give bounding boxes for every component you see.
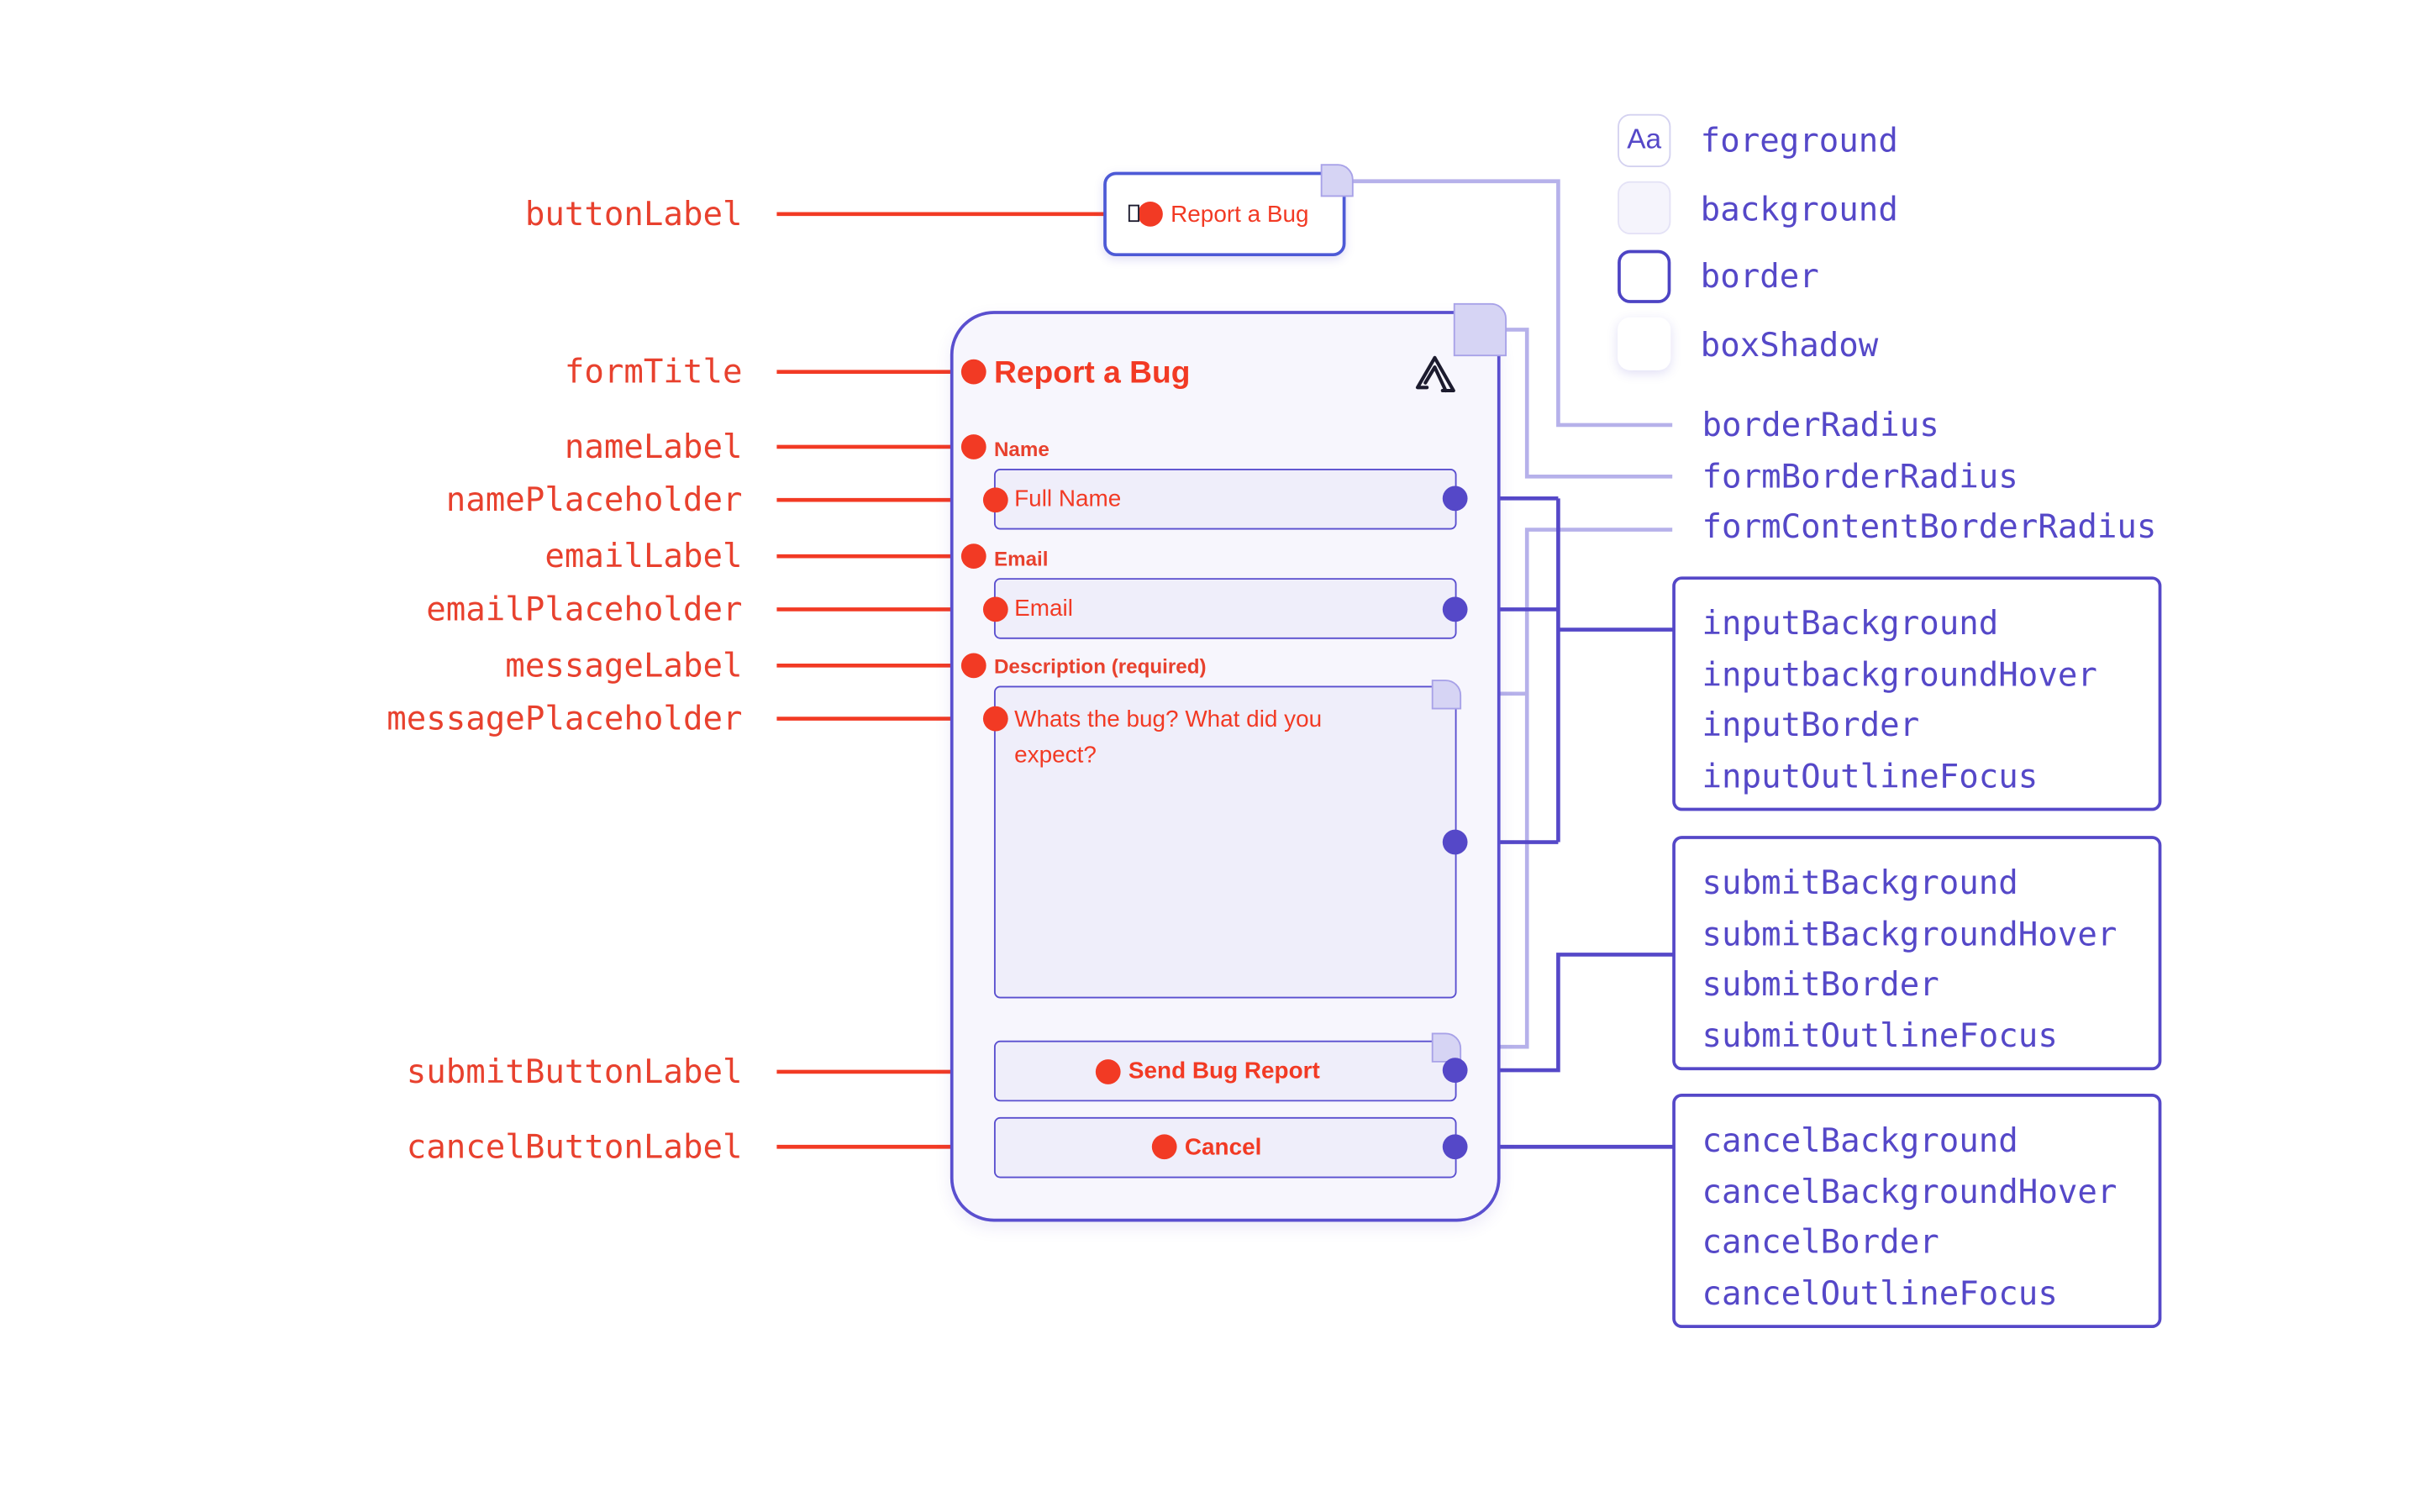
email-input-dot (1442, 596, 1468, 622)
name-input-dot (1442, 486, 1468, 512)
submit-background-token: submitBackground (1702, 864, 2018, 902)
form-border-radius-token: formBorderRadius (1702, 457, 2018, 496)
trigger-radius-marker (1320, 164, 1354, 197)
input-outline-focus-token: inputOutlineFocus (1702, 757, 2039, 795)
input-token-group: inputBackground inputbackgroundHover inp… (1672, 576, 2162, 811)
name-label-dot (960, 434, 986, 459)
token-cancel-button-label: cancelButtonLabel (406, 1127, 743, 1166)
cursor-icon (1128, 204, 1139, 223)
cancel-token-group: cancelBackground cancelBackgroundHover c… (1672, 1094, 2162, 1328)
form-content-border-radius-token: formContentBorderRadius (1702, 507, 2157, 546)
border-radius-connector (1351, 179, 1673, 428)
token-email-label: emailLabel (544, 537, 743, 575)
email-placeholder: Email (1014, 595, 1073, 622)
email-label: Email (993, 547, 1049, 570)
cancel-background-hover-token: cancelBackgroundHover (1702, 1173, 2118, 1210)
submit-button[interactable] (993, 1040, 1457, 1102)
form-title: Report a Bug (993, 356, 1191, 391)
form-border-radius-connector (1505, 328, 1673, 479)
background-swatch (1618, 181, 1671, 234)
cancel-outline-focus-token: cancelOutlineFocus (1702, 1274, 2058, 1312)
name-placeholder: Full Name (1014, 486, 1122, 513)
cancel-button-dot (1442, 1134, 1468, 1160)
token-message-placeholder: messagePlaceholder (387, 700, 743, 738)
token-submit-button-label: submitButtonLabel (406, 1053, 743, 1091)
border-radius-token: borderRadius (1702, 406, 1939, 444)
message-label-dot (960, 653, 986, 679)
email-label-dot (960, 543, 986, 570)
cancel-background-token: cancelBackground (1702, 1121, 2018, 1160)
submit-label-dot (1095, 1059, 1121, 1084)
trigger-label: Report a Bug (1171, 201, 1309, 228)
email-input[interactable] (993, 578, 1457, 639)
cancel-border-token: cancelBorder (1702, 1223, 1939, 1262)
cancel-label-dot (1151, 1134, 1177, 1160)
border-token: border (1700, 257, 1819, 296)
token-button-label: buttonLabel (524, 195, 743, 234)
token-name-label: nameLabel (564, 428, 743, 466)
button-label-dot (1138, 201, 1163, 227)
name-placeholder-dot (982, 487, 1008, 513)
token-email-placeholder: emailPlaceholder (426, 591, 743, 628)
submit-border-token: submitBorder (1702, 965, 1939, 1004)
border-swatch (1618, 249, 1671, 303)
message-placeholder-dot (982, 706, 1008, 732)
token-name-placeholder: namePlaceholder (445, 480, 743, 519)
cancel-button-label: Cancel (1184, 1134, 1262, 1161)
name-label: Name (993, 437, 1050, 461)
submit-button-dot (1442, 1058, 1468, 1083)
token-message-label: messageLabel (505, 647, 743, 685)
form-radius-marker (1453, 302, 1507, 357)
submit-radius-marker (1431, 1032, 1462, 1063)
background-token: background (1700, 190, 1898, 228)
submit-outline-focus-token: submitOutlineFocus (1702, 1016, 2058, 1055)
submit-background-hover-token: submitBackgroundHover (1702, 915, 2118, 953)
box-shadow-swatch (1618, 317, 1671, 370)
message-placeholder: Whats the bug? What did you expect? (1014, 706, 1323, 769)
message-label: Description (required) (993, 654, 1207, 679)
form-title-dot (960, 359, 986, 385)
message-textarea[interactable] (993, 685, 1457, 999)
submit-group-connector (1455, 953, 1675, 1073)
input-background-token: inputBackground (1702, 604, 1999, 643)
name-input[interactable] (993, 469, 1457, 530)
cancel-button[interactable] (993, 1116, 1457, 1179)
sentry-logo-icon (1415, 355, 1455, 393)
input-background-hover-token: inputbackgroundHover (1702, 655, 2097, 694)
box-shadow-token: boxShadow (1700, 326, 1879, 365)
submit-token-group: submitBackground submitBackgroundHover s… (1672, 836, 2162, 1071)
submit-button-label: Send Bug Report (1128, 1058, 1320, 1084)
foreground-token: foreground (1700, 122, 1898, 160)
message-input-dot (1442, 829, 1468, 855)
message-radius-marker (1431, 680, 1462, 710)
token-form-title: formTitle (564, 353, 743, 391)
input-border-token: inputBorder (1702, 706, 1920, 744)
foreground-swatch: Aa (1618, 113, 1671, 168)
email-placeholder-dot (982, 596, 1008, 622)
